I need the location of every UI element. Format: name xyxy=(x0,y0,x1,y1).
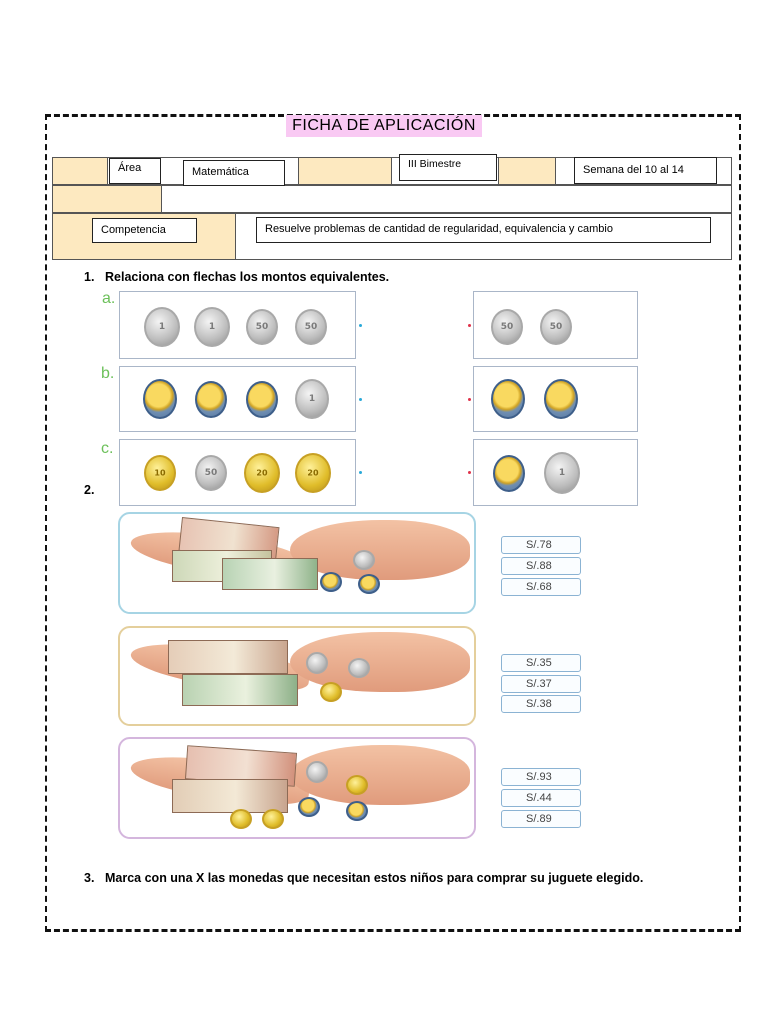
semana-label: Semana del 10 al 14 xyxy=(574,157,717,184)
hands-money-photo-1 xyxy=(118,512,476,614)
banknote-image xyxy=(172,779,288,813)
match-dot-left[interactable] xyxy=(359,471,362,474)
q1-row-b-left-panel: 1 xyxy=(119,366,356,432)
coin-icon xyxy=(230,809,252,829)
q1-row-b-letter: b. xyxy=(101,365,115,382)
coin-icon xyxy=(246,381,278,418)
competencia-label: Competencia xyxy=(92,218,197,243)
coin-icon: 1 xyxy=(194,307,230,347)
coin-icon: 50 xyxy=(246,309,278,345)
q1-row-a-letter: a. xyxy=(102,290,116,307)
coin-icon xyxy=(346,801,368,821)
coin-icon xyxy=(320,682,342,702)
competencia-value: Resuelve problemas de cantidad de regula… xyxy=(256,217,711,243)
q1-row-c-letter: c. xyxy=(101,440,114,457)
q1-row-c-left-panel: 10 50 20 20 xyxy=(119,439,356,506)
coin-icon: 20 xyxy=(244,453,280,493)
coin-icon: 1 xyxy=(295,379,329,419)
coin-icon xyxy=(493,455,525,492)
amount-option[interactable]: S/.68 xyxy=(501,578,581,596)
match-dot-left[interactable] xyxy=(359,398,362,401)
coin-icon xyxy=(358,574,380,594)
coin-icon: 50 xyxy=(491,309,523,345)
q1-text: Relaciona con flechas los montos equival… xyxy=(105,270,390,284)
coin-icon xyxy=(306,761,328,783)
banknote-image xyxy=(182,674,298,706)
amount-option[interactable]: S/.38 xyxy=(501,695,581,713)
header-cell xyxy=(52,185,162,213)
coin-icon xyxy=(143,379,177,419)
header-cell xyxy=(498,157,556,185)
amount-option[interactable]: S/.88 xyxy=(501,557,581,575)
match-dot-right[interactable] xyxy=(468,471,471,474)
amount-option[interactable]: S/.37 xyxy=(501,675,581,693)
amount-option[interactable]: S/.35 xyxy=(501,654,581,672)
match-dot-left[interactable] xyxy=(359,324,362,327)
amount-option[interactable]: S/.93 xyxy=(501,768,581,786)
coin-icon: 1 xyxy=(544,452,580,494)
coin-icon xyxy=(346,775,368,795)
header-cell xyxy=(52,157,108,185)
hand-image xyxy=(290,520,470,580)
q1-number: 1. xyxy=(84,270,95,284)
coin-icon: 10 xyxy=(144,455,176,491)
bimestre-label: III Bimestre xyxy=(399,154,497,181)
hands-money-photo-3 xyxy=(118,737,476,839)
q1-row-a-right-panel: 50 50 xyxy=(473,291,638,359)
page-title: FICHA DE APLICACIÓN xyxy=(286,115,482,137)
hands-money-photo-2 xyxy=(118,626,476,726)
coin-icon: 20 xyxy=(295,453,331,493)
coin-icon: 50 xyxy=(540,309,572,345)
banknote-image xyxy=(168,640,288,674)
coin-icon xyxy=(348,658,370,678)
area-value: Matemática xyxy=(183,160,285,186)
amount-option[interactable]: S/.44 xyxy=(501,789,581,807)
q3-text: Marca con una X las monedas que necesita… xyxy=(105,871,644,885)
q1-row-b-right-panel xyxy=(473,366,638,432)
q1-row-c-right-panel: 1 xyxy=(473,439,638,506)
amount-option[interactable]: S/.89 xyxy=(501,810,581,828)
header-cell xyxy=(298,157,392,185)
coin-icon xyxy=(544,379,578,419)
area-label: Área xyxy=(109,158,161,184)
banknote-image xyxy=(222,558,318,590)
coin-icon: 50 xyxy=(195,455,227,491)
coin-icon xyxy=(353,550,375,570)
amount-option[interactable]: S/.78 xyxy=(501,536,581,554)
coin-icon: 50 xyxy=(295,309,327,345)
q1-row-a-left-panel: 1 1 50 50 xyxy=(119,291,356,359)
coin-icon: 1 xyxy=(144,307,180,347)
match-dot-right[interactable] xyxy=(468,398,471,401)
q3-number: 3. xyxy=(84,871,95,885)
coin-icon xyxy=(491,379,525,419)
coin-icon xyxy=(262,809,284,829)
coin-icon xyxy=(195,381,227,418)
match-dot-right[interactable] xyxy=(468,324,471,327)
coin-icon xyxy=(320,572,342,592)
q2-number: 2. xyxy=(84,483,95,497)
coin-icon xyxy=(306,652,328,674)
coin-icon xyxy=(298,797,320,817)
